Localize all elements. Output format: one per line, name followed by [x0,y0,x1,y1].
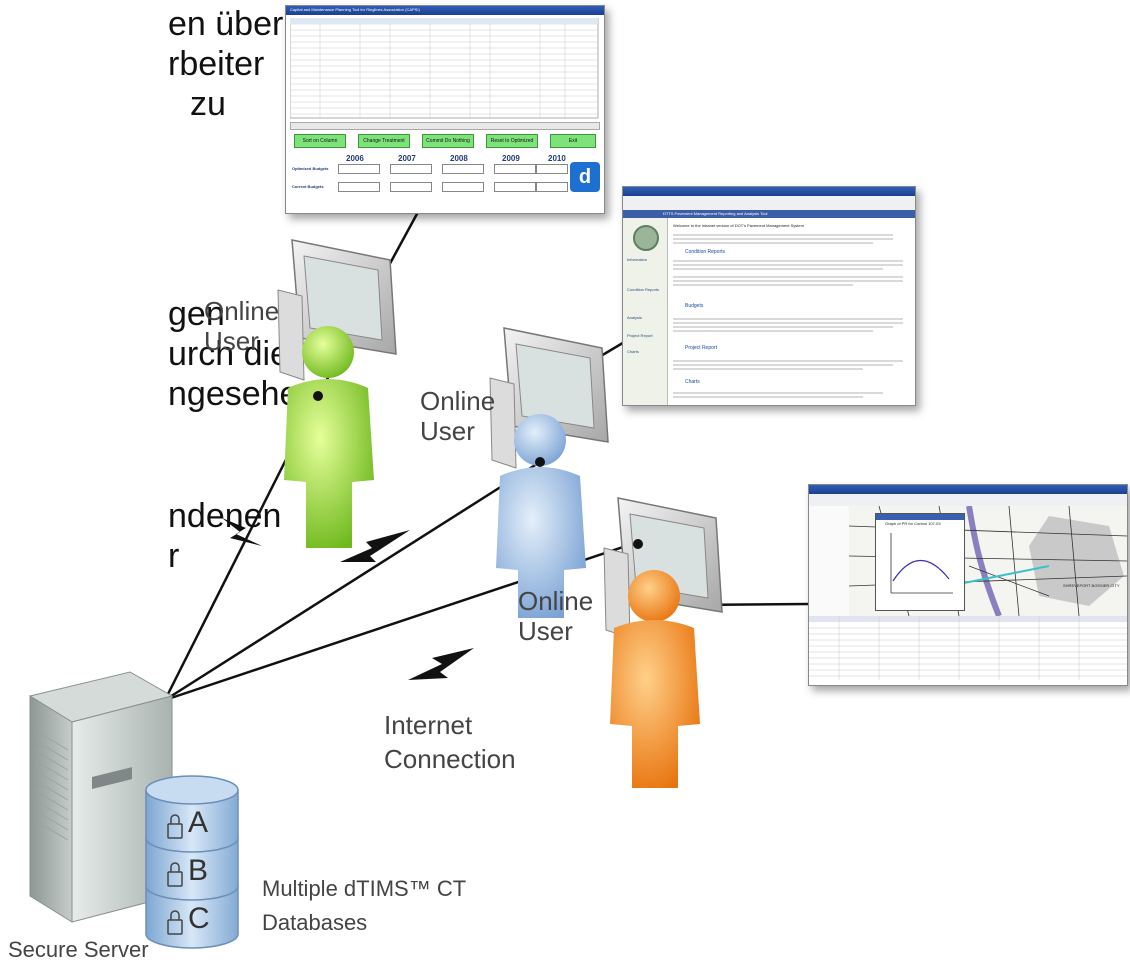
body-text-line-2: rbeiter [168,45,265,83]
browser-toolbar [623,196,915,211]
chart-popup-plot [890,533,953,594]
body-text-line-5: urch die [168,335,289,373]
budget-input[interactable] [442,164,484,174]
database-label-a: A [188,806,209,839]
user-body-icon [284,379,374,548]
nav-condition-reports[interactable]: Condition Reports [627,287,660,292]
budget-input[interactable] [338,164,380,174]
lock-icon [167,823,183,839]
screenshot-gis-tool: SHREVEPORT BOSSIER CITY Graph of PR for … [808,484,1128,686]
year-2009: 2009 [502,154,520,163]
budget-input[interactable] [338,182,380,192]
sort-on-column-button[interactable]: Sort on Column [294,134,346,148]
user-head-icon [514,414,566,466]
chart-popup [875,513,965,611]
databases-caption-line-2: Databases [262,910,368,935]
database-label-b: B [188,854,209,887]
screenshot-budget-tool: Capital and Maintenance Planning Tool fo… [285,5,605,214]
user-body-icon [496,467,586,618]
nav-project-report[interactable]: Project Report [627,333,653,338]
layer-panel [809,506,850,616]
section-budgets: Budgets [685,303,704,309]
online-user-2 [489,327,609,618]
screenshot-reporting-tool: DTTS Pavement Management Reporting and A… [622,186,916,406]
internet-connection-label-line-2: Connection [384,744,516,774]
screenshot-1-scrollbar [290,122,600,130]
reset-to-optimized-button[interactable]: Reset to Optimized [486,134,538,148]
nav-charts[interactable]: Charts [627,349,639,354]
user-3-label-line-2: User [518,616,573,646]
user-head-icon [628,570,680,622]
lightning-bolt-2 [340,530,410,562]
body-text-line-1: en über [168,5,284,43]
body-text-line-3: zu [190,85,226,123]
current-budgets-label: Current Budgets [292,184,324,189]
state-seal-icon [633,225,659,251]
attribute-table [809,616,1127,685]
user-3-label-line-1: Online [518,586,594,616]
year-2007: 2007 [398,154,416,163]
online-user-3 [603,497,723,788]
internet-connection-label-line-1: Internet [384,710,473,740]
body-text-line-8: r [168,537,180,575]
budget-input[interactable] [494,164,536,174]
section-condition-reports: Condition Reports [685,249,726,255]
screenshot-2-content [673,234,903,398]
exit-button[interactable]: Exit [550,134,596,148]
welcome-text: Welcome to the intranet version of DOT's… [673,223,804,228]
user-head-icon [302,326,354,378]
body-text-line-7: ndenen [168,497,282,535]
budget-input[interactable] [536,164,568,174]
databases-caption-line-1: Multiple dTIMS™ CT [262,876,467,901]
user-1-label-line-1: Online [204,296,280,326]
screenshot-2-title: DTTS Pavement Management Reporting and A… [663,211,768,216]
screenshot-1-titlebar [286,6,604,15]
online-user-1 [277,239,397,548]
user-1-label-line-2: User [204,326,259,356]
budget-input[interactable] [494,182,536,192]
budget-input[interactable] [390,182,432,192]
database-stack-icon [145,775,239,949]
lock-icon [167,871,183,887]
section-project-report: Project Report [685,345,717,351]
screenshot-1-grid [290,18,599,119]
chart-popup-title: Graph of PR for Control 107-03 [885,521,941,526]
year-2006: 2006 [346,154,364,163]
optimized-budgets-label: Optimized Budgets [292,166,329,171]
line-to-user-2 [164,460,541,702]
lightning-bolt-1 [222,518,262,546]
budget-input[interactable] [390,164,432,174]
budget-input[interactable] [442,182,484,192]
commit-do-nothing-button[interactable]: Commit Do Nothing [422,134,474,148]
user-body-icon [610,620,700,788]
body-text-line-4: gen [168,295,225,333]
screenshot-3-titlebar [809,485,1127,494]
map-city-label: SHREVEPORT BOSSIER CITY [1063,583,1120,588]
nav-information[interactable]: Information [627,257,648,262]
user-2-label-line-1: Online [420,386,496,416]
secure-server-label: Secure Server [8,937,149,962]
screenshot-2-titlebar [623,187,915,196]
change-treatment-button[interactable]: Change Treatment [358,134,410,148]
database-label-c: C [188,902,210,935]
nav-analysis[interactable]: Analysis [627,315,642,320]
budget-input[interactable] [536,182,568,192]
app-header [623,210,915,218]
lock-icon [167,919,183,935]
dtims-logo: d [570,162,600,192]
year-2010: 2010 [548,154,566,163]
section-charts: Charts [685,379,700,385]
user-2-label-line-2: User [420,416,475,446]
year-2008: 2008 [450,154,468,163]
screenshot-1-title: Capital and Maintenance Planning Tool fo… [290,7,420,12]
lightning-bolt-3 [408,648,474,680]
